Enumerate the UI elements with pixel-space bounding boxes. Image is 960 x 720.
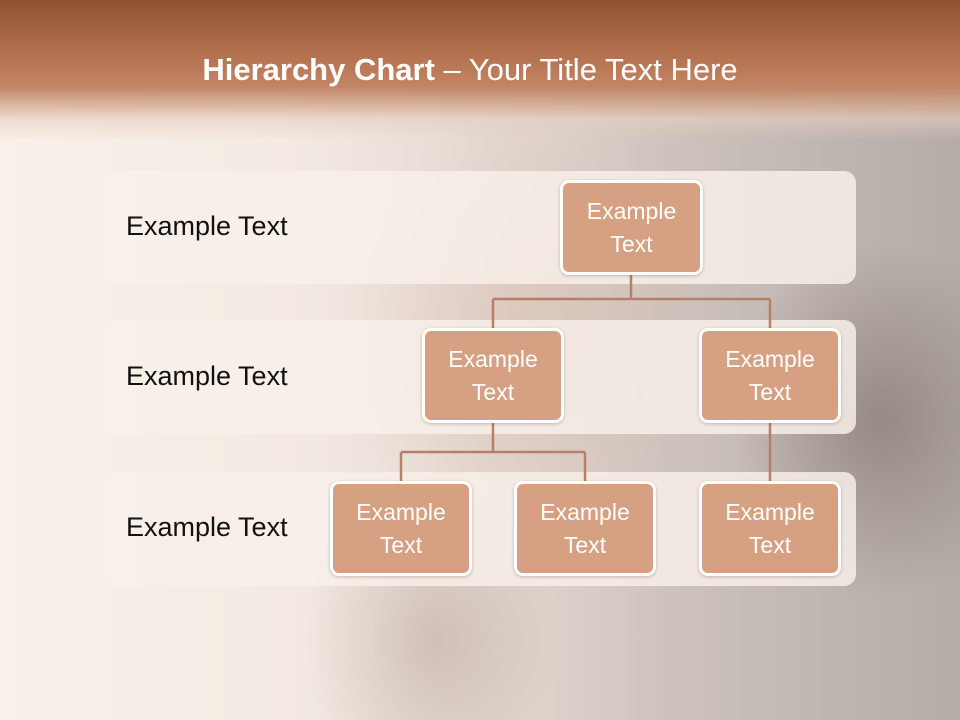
node-level3-left-b[interactable]: Example Text	[514, 481, 656, 576]
node-level2-left[interactable]: Example Text	[422, 328, 564, 423]
node-level3-right[interactable]: Example Text	[699, 481, 841, 576]
level-band-1	[104, 171, 856, 284]
title-rest: – Your Title Text Here	[434, 52, 738, 87]
node-level2-right[interactable]: Example Text	[699, 328, 841, 423]
node-level3-left-a[interactable]: Example Text	[330, 481, 472, 576]
slide-title: Hierarchy Chart – Your Title Text Here	[0, 52, 940, 88]
level-label-3: Example Text	[126, 512, 288, 542]
title-bold: Hierarchy Chart	[202, 52, 435, 87]
node-root[interactable]: Example Text	[560, 180, 703, 275]
header-band	[0, 0, 960, 140]
level-label-2: Example Text	[126, 361, 288, 391]
level-label-1: Example Text	[126, 211, 288, 241]
